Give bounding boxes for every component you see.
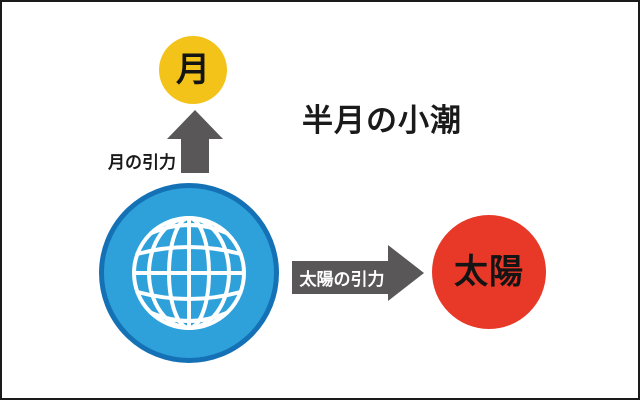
globe-icon xyxy=(132,216,246,330)
moon-gravity-label: 月の引力 xyxy=(108,153,176,172)
diagram-title: 半月の小潮 xyxy=(302,103,462,138)
right-arrowhead-shape xyxy=(388,245,424,301)
sun-gravity-arrowhead-icon xyxy=(388,245,424,301)
sun-gravity-label: 太陽の引力 xyxy=(299,270,385,289)
moon-gravity-arrow-icon xyxy=(167,110,223,173)
sun-label: 太陽 xyxy=(454,253,524,291)
moon-circle: 月 xyxy=(159,36,227,104)
moon-label: 月 xyxy=(176,51,210,89)
up-arrow-shape xyxy=(167,110,223,173)
earth-circle xyxy=(99,183,279,363)
globe-gridlines xyxy=(132,216,246,330)
sun-gravity-label-box: 太陽の引力 xyxy=(292,261,392,294)
sun-circle: 太陽 xyxy=(432,215,546,329)
